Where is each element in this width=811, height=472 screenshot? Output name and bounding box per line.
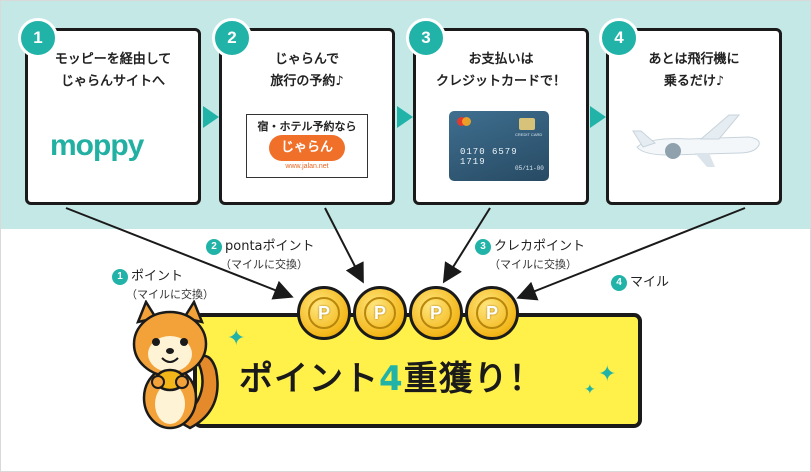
point-coin-icon: P: [465, 286, 519, 340]
step-1-text: モッピーを経由して じゃらんサイトへ: [54, 52, 172, 89]
point-label-1-sub: （マイルに交換）: [126, 288, 214, 301]
card-brand-icon-overlap: [462, 117, 471, 126]
jalan-logo: 宿・ホテル予約なら じゃらん www.jalan.net: [246, 114, 368, 178]
step-2-text: じゃらんで 旅行の予約♪: [270, 52, 344, 89]
arrow-step1: [65, 207, 294, 300]
step-3-text: お支払いは クレジットカードで！: [435, 52, 566, 89]
credit-card-image: CREDIT CARD 0170 6579 1719 05/11-00: [449, 111, 549, 181]
point-label-3-number: 3: [475, 239, 491, 255]
card-chip-icon: [519, 118, 535, 130]
step-4-text: あとは飛行機に 乗るだけ♪: [648, 52, 740, 89]
arrow-step4: [516, 207, 746, 301]
step-3-badge: 3: [406, 18, 446, 58]
arrow-step2: [324, 207, 364, 284]
coin-letter: P: [476, 297, 508, 329]
sparkle-icon: ✦: [584, 382, 596, 398]
step-1-card: モッピーを経由して じゃらんサイトへ moppy: [25, 28, 201, 205]
point-coin-icon: P: [353, 286, 407, 340]
point-label-2-sub: （マイルに交換）: [220, 258, 308, 271]
sparkle-icon: ✦: [598, 362, 617, 387]
point-label-2-number: 2: [206, 239, 222, 255]
banner-highlight: 4: [379, 359, 404, 399]
banner-prefix: ポイント: [239, 359, 379, 399]
step-1-badge: 1: [18, 18, 58, 58]
coin-letter: P: [420, 297, 452, 329]
jalan-logo-title: 宿・ホテル予約なら: [257, 120, 357, 133]
airplane-icon: [632, 114, 760, 167]
point-label-3-text: クレカポイント: [494, 239, 586, 254]
banner-suffix: 重獲り！: [403, 359, 544, 399]
arrow-step3: [442, 207, 491, 284]
step-2-card: じゃらんで 旅行の予約♪ 宿・ホテル予約なら じゃらん www.jalan.ne…: [219, 28, 395, 205]
coin-letter: P: [308, 297, 340, 329]
step-3-card: お支払いは クレジットカードで！ CREDIT CARD 0170 6579 1…: [413, 28, 589, 205]
jalan-logo-name: じゃらん: [269, 135, 345, 161]
step-arrow-icon: [590, 106, 606, 128]
coin-letter: P: [364, 297, 396, 329]
card-expiry: 05/11-00: [515, 165, 544, 172]
point-label-4-text: マイル: [630, 275, 670, 290]
step-4-badge: 4: [599, 18, 639, 58]
moppy-logo: moppy: [50, 129, 144, 162]
step-4-card: あとは飛行機に 乗るだけ♪: [606, 28, 782, 205]
point-label-1-text: ポイント: [131, 269, 184, 284]
step-2-badge: 2: [212, 18, 252, 58]
point-label-2-text: pontaポイント: [225, 239, 315, 254]
squirrel-mascot-icon: [132, 300, 219, 430]
point-coin-icon: P: [409, 286, 463, 340]
jalan-logo-url: www.jalan.net: [285, 163, 329, 170]
card-label: CREDIT CARD: [515, 132, 543, 137]
point-coin-icon: P: [297, 286, 351, 340]
point-label-4-number: 4: [611, 275, 627, 291]
card-brand-icon: [457, 117, 466, 126]
banner-headline: ポイント4重獲り！: [239, 351, 544, 400]
step-arrow-icon: [203, 106, 219, 128]
sparkle-icon: ✦: [227, 326, 246, 351]
point-label-1-number: 1: [112, 269, 128, 285]
point-label-3-sub: （マイルに交換）: [489, 258, 577, 271]
card-number: 0170 6579 1719: [460, 147, 518, 167]
step-arrow-icon: [397, 106, 413, 128]
